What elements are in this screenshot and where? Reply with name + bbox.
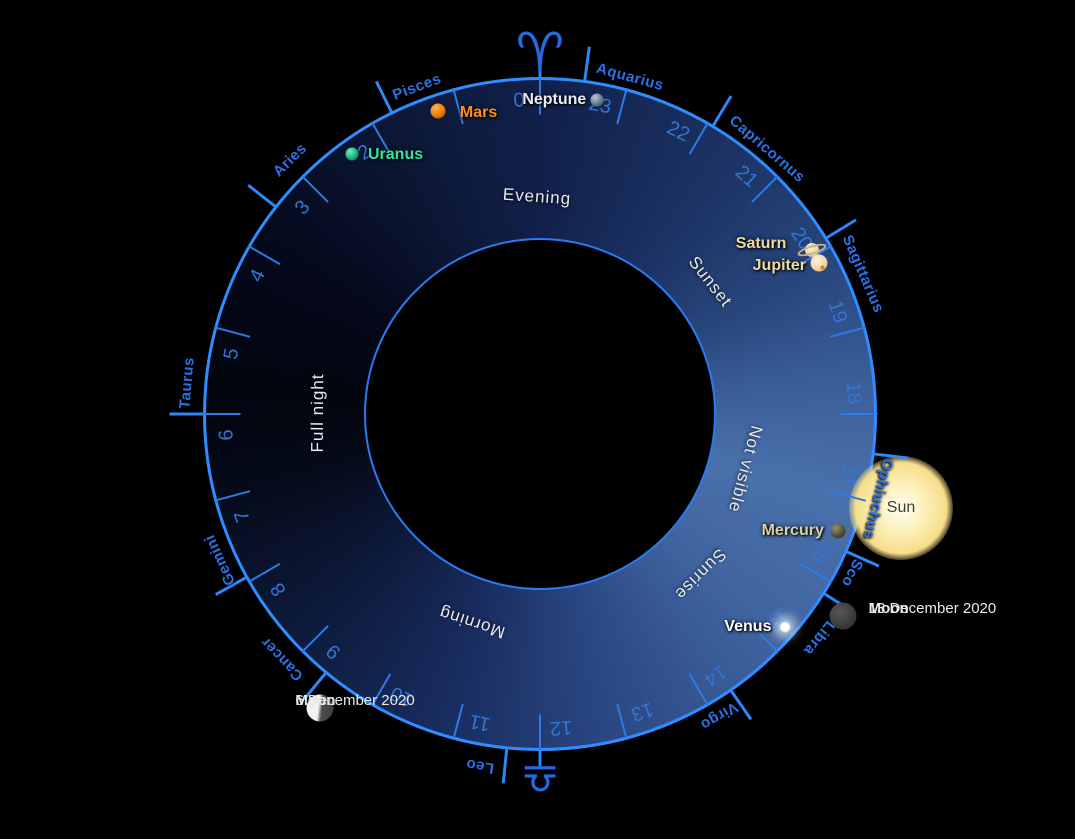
phase-label-full-night: Full night [307,373,328,453]
hour-number: 17 [835,461,862,488]
planet-dot-saturn [796,241,829,259]
constellation-boundary-tick [374,80,393,114]
zodiac-symbol-libra-icon: ♎ [521,754,559,803]
planet-dot-jupiter [810,254,828,272]
hour-tick [840,413,877,415]
equinox-tick-aries [538,61,542,77]
hour-tick [203,413,240,415]
hour-number: 12 [549,716,574,740]
jupiter-spot-icon [820,265,825,270]
constellation-boundary-tick [169,412,204,416]
planet-label-neptune: Neptune [522,91,587,109]
constellation-boundary-tick [583,46,591,82]
constellation-label-taurus: Taurus [176,356,199,411]
planet-label-venus: Venus [724,618,772,635]
hour-number: 18 [842,380,866,405]
planet-label-uranus: Uranus [368,145,424,163]
planet-dot-mercury [830,523,846,539]
constellation-boundary-tick [247,183,277,208]
planet-dot-uranus [345,147,359,161]
dial-inner-hole [364,238,716,590]
hour-tick [539,77,541,114]
hour-tick [539,714,541,751]
moon-disc-1 [829,602,857,630]
zodiac-symbol-aries-icon: ♈ [515,21,565,84]
planet-label-saturn: Saturn [735,234,787,252]
planet-label-mercury: Mercury [761,522,824,540]
moon-label-title: Moon [868,600,909,618]
moon-disc-2 [306,694,334,722]
moon-label-date: 13 December 2020 [868,600,997,618]
planet-dot-neptune [590,93,604,107]
planet-label-mars: Mars [459,103,498,121]
constellation-label-leo: Leo [464,755,495,777]
moon-label-title: Moon [295,692,336,710]
sun-label: Sun [886,498,916,516]
hour-number: 11 [467,709,492,736]
sun-icon [849,455,954,560]
planet-dot-venus [779,621,792,633]
moon-label-date: 6 December 2020 [295,692,415,710]
planet-label-jupiter: Jupiter [752,257,806,275]
constellation-boundary-tick [501,748,509,784]
planet-dot-mars [430,103,446,119]
hour-number: 6 [214,429,238,442]
